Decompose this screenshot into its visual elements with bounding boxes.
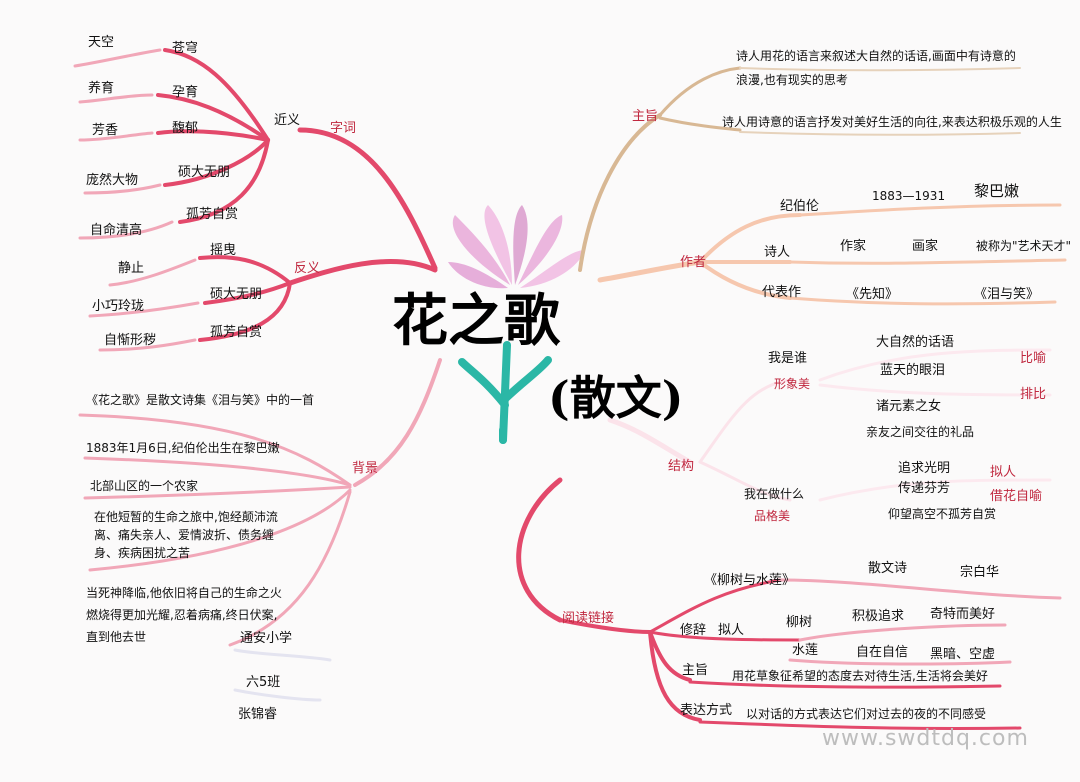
jinyi-word: 苍穹 (172, 41, 199, 56)
zhuzhi-branch (578, 66, 1021, 272)
fanyi-word: 小巧玲珑 (92, 299, 145, 314)
zuozhe-item: 代表作 (762, 285, 802, 300)
jiegou-item: 亲友之间交往的礼品 (866, 425, 975, 439)
zuozhe-branch (597, 203, 1067, 306)
jinyi-label: 近义 (274, 113, 301, 128)
yuedu-branch (516, 477, 1062, 731)
zuozhe-item: 被称为"艺术天才" (976, 239, 1072, 253)
beijing-item: 北部山区的一个农家 (90, 479, 199, 493)
fanyi-word: 静止 (118, 261, 145, 276)
jinyi-word: 馥郁 (172, 121, 199, 136)
jiegou-tag: 排比 (1020, 387, 1047, 402)
jinyi-word: 芳香 (92, 123, 119, 138)
map-title: 花之歌 (392, 288, 560, 354)
yuedu-item: 水莲 (792, 643, 819, 658)
yuedu-item: 柳树 (786, 615, 813, 630)
jinyi-word: 天空 (88, 35, 115, 50)
author-class: 六5班 (246, 675, 281, 690)
zhuzhi-label: 主旨 (632, 109, 659, 124)
beijing-item: 《花之歌》是散文诗集《泪与笑》中的一首 (86, 393, 315, 407)
jinyi-word: 硕大无朋 (178, 165, 231, 180)
fanyi-word: 硕大无朋 (210, 287, 263, 302)
jinyi-word: 养育 (88, 81, 115, 96)
zuozhe-item: 作家 (840, 239, 867, 254)
yuedu-item: 主旨 (682, 663, 709, 678)
zuozhe-item: 诗人 (764, 245, 791, 260)
beijing-item: 在他短暂的生命之旅中,饱经颠沛流离、痛失亲人、爱情波折、债务缠身、疾病困扰之苦 (94, 510, 278, 560)
yuedu-item: 表达方式 (680, 703, 733, 718)
yuedu-item: 积极追求 (852, 609, 905, 624)
yuedu-item: 黑暗、空虚 (930, 647, 996, 662)
yuedu-item: 修辞 (680, 623, 707, 638)
jiegou-note: 形象美 (774, 377, 811, 391)
author-name: 张锦睿 (238, 707, 278, 722)
jiegou-item: 蓝天的眼泪 (880, 363, 946, 378)
jiegou-label: 结构 (668, 459, 695, 474)
zuozhe-item: 《先知》 (846, 287, 899, 302)
jiegou-item: 仰望高空不孤芳自赏 (888, 507, 997, 521)
jiegou-tag: 比喻 (1020, 351, 1047, 366)
jiegou-item: 大自然的话语 (876, 335, 955, 350)
fanyi-word: 自惭形秽 (104, 333, 157, 348)
jiegou-tag: 借花自喻 (990, 489, 1043, 504)
author-school: 通安小学 (240, 631, 293, 646)
zhuzhi-item: 诗人用花的语言来叙述大自然的话语,画面中有诗意的浪漫,也有现实的思考 (736, 49, 1016, 87)
jiegou-note: 品格美 (754, 509, 791, 523)
yuedu-item: 以对话的方式表达它们对过去的夜的不同感受 (746, 707, 987, 721)
beijing-label: 背景 (352, 461, 379, 476)
jinyi-word: 孤芳自赏 (186, 207, 239, 222)
zuozhe-item: 黎巴嫩 (974, 182, 1020, 200)
jiegou-head: 我是谁 (768, 351, 808, 366)
zuozhe-item: 1883—1931 (872, 189, 946, 203)
yuedu-item: 宗白华 (960, 565, 1000, 580)
fanyi-label: 反义 (294, 261, 321, 276)
yuedu-item: 《柳树与水莲》 (704, 573, 796, 588)
flower-icon (448, 205, 585, 289)
fanyi-word: 孤芳自赏 (210, 325, 263, 340)
yuedu-item: 散文诗 (868, 561, 908, 576)
jiegou-item: 追求光明 (898, 461, 951, 476)
zhuzhi-item: 诗人用诗意的语言抒发对美好生活的向往,来表达积极乐观的人生 (722, 115, 1062, 129)
beijing-item: 1883年1月6日,纪伯伦出生在黎巴嫩 (86, 441, 280, 455)
jiegou-tag: 拟人 (990, 465, 1017, 480)
ciyu-label: 字词 (330, 121, 357, 136)
jiegou-head: 我在做什么 (744, 487, 805, 501)
jinyi-word: 自命清高 (90, 223, 143, 238)
yuedu-item: 奇特而美好 (930, 607, 996, 622)
yuedu-item: 自在自信 (856, 645, 909, 660)
beijing-item: 当死神降临,他依旧将自己的生命之火燃烧得更加光耀,忍着病痛,终日伏案,直到他去世 (86, 586, 282, 644)
jiegou-branch (607, 348, 1052, 502)
ciyu-branch (73, 48, 438, 352)
jinyi-word: 庞然大物 (86, 173, 139, 188)
zuozhe-item: 纪伯伦 (780, 199, 820, 214)
beijing-branch (78, 358, 442, 702)
jiegou-item: 诸元素之女 (876, 399, 942, 414)
map-subtitle: (散文) (548, 371, 684, 425)
jinyi-word: 孕育 (172, 85, 199, 100)
yuedu-item: 拟人 (718, 623, 745, 638)
jiegou-item: 传递芬芳 (898, 481, 951, 496)
zuozhe-item: 《泪与笑》 (974, 287, 1040, 302)
zuozhe-item: 画家 (912, 239, 939, 254)
yuedu-item: 用花草象征希望的态度去对待生活,生活将会美好 (732, 669, 988, 683)
zuozhe-label: 作者 (680, 255, 707, 270)
stem-icon (458, 341, 552, 444)
watermark: www.swdtdq.com (822, 726, 1029, 751)
yuedu-label: 阅读链接 (562, 611, 615, 626)
fanyi-word: 摇曳 (210, 243, 237, 258)
